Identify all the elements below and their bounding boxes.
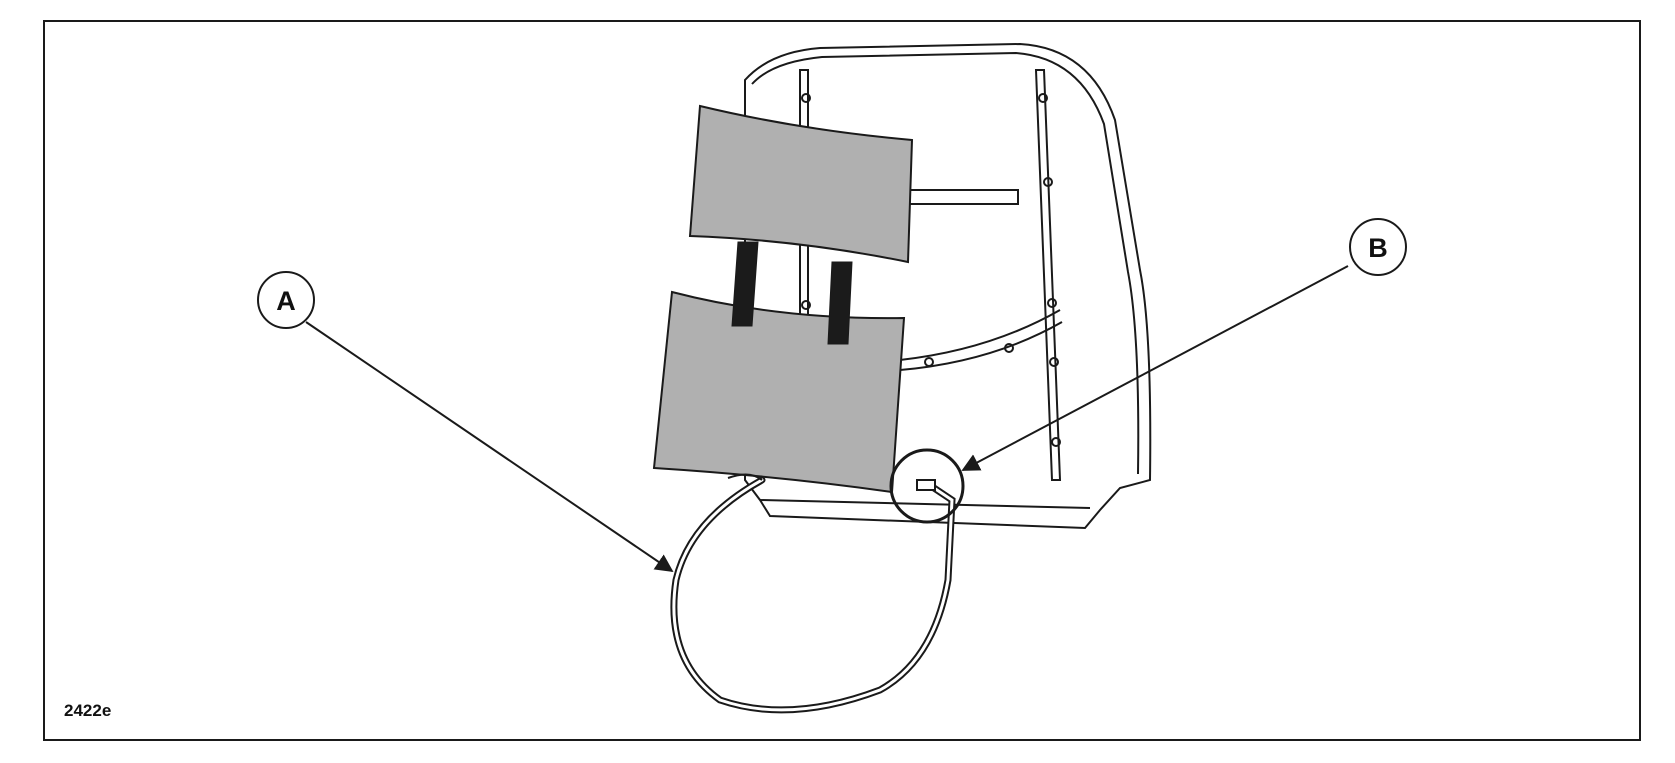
lower-cuff-panel (652, 290, 906, 494)
upper-cuff-panel (688, 104, 914, 264)
callout-marker-b-icon (1349, 218, 1407, 276)
cuff-tubing-inner (672, 478, 954, 712)
cuff-straps (731, 241, 853, 345)
figure-id: 2422e (64, 701, 112, 720)
leader-line-a (305, 321, 674, 573)
callout-b: B (1349, 218, 1407, 276)
leader-line-b (961, 265, 1349, 471)
housing-rails (799, 69, 1063, 481)
figure-frame (43, 20, 1641, 741)
callout-a: A (257, 271, 315, 329)
callout-letter-b: B (1368, 233, 1388, 263)
callout-marker-a-icon (257, 271, 315, 329)
tubing-connector (889, 448, 965, 524)
callout-letter-a: A (276, 286, 296, 316)
